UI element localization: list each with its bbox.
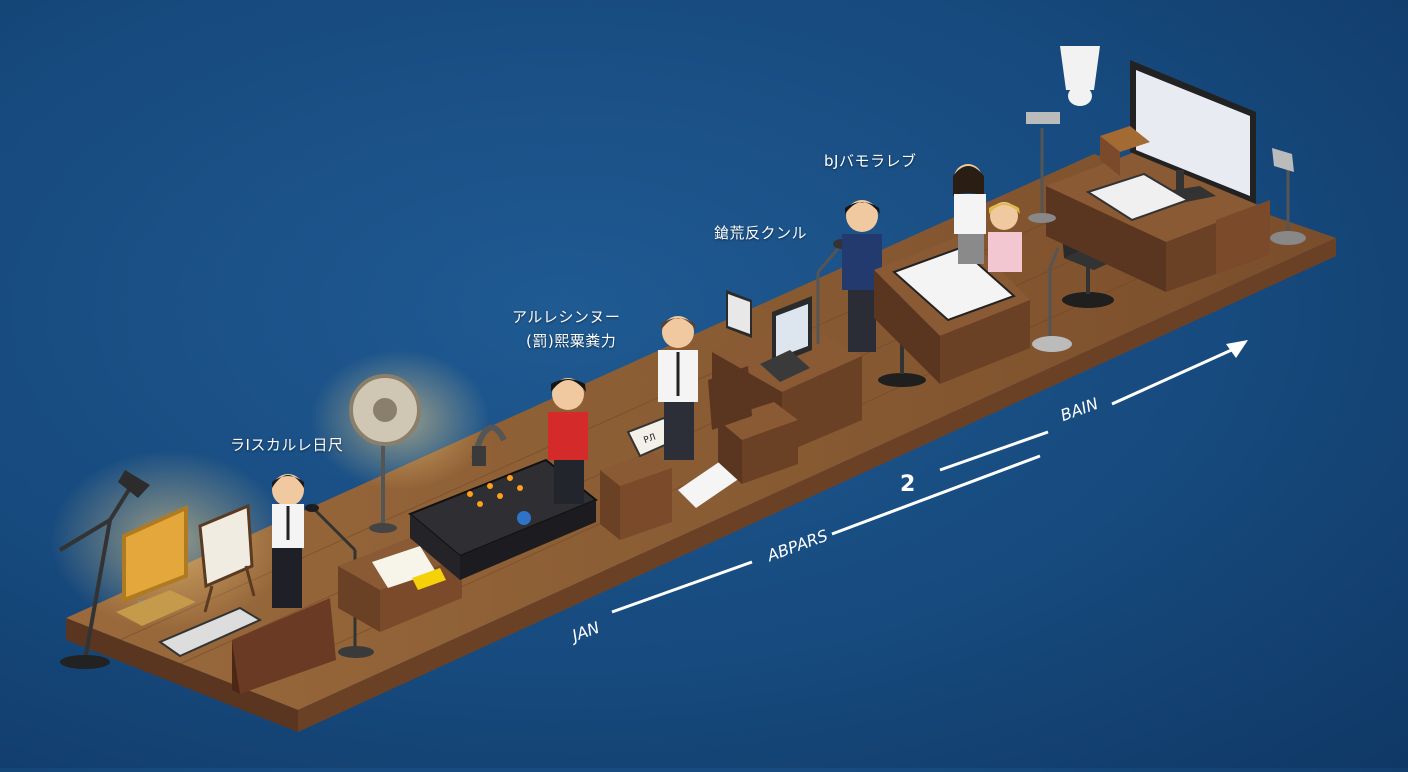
floor-lamp-right <box>1270 148 1306 245</box>
paper-sheets <box>678 460 740 508</box>
timeline-step-number: 2 <box>900 472 916 497</box>
person-4 <box>842 200 882 352</box>
station-1-props <box>58 374 462 694</box>
monitors <box>726 290 812 366</box>
mixing-console <box>408 458 598 580</box>
computer-desk <box>1046 150 1270 292</box>
station-3-props <box>708 200 962 484</box>
station-2-label: アルレシンヌー <box>512 308 621 326</box>
desktop-keyboard <box>1085 172 1191 222</box>
person-5 <box>953 164 986 264</box>
mic-stand-4 <box>1032 247 1072 352</box>
podium-2 <box>600 452 672 540</box>
station-1-label: ラIスカルレ日尺 <box>230 436 344 454</box>
station-2-props: РЛ <box>408 316 740 580</box>
computer-keyboard <box>760 350 810 382</box>
station-3-label: 鎗荒反クンル <box>714 224 808 242</box>
headphones-stand <box>471 424 507 466</box>
timeline-segment-2 <box>831 454 1041 536</box>
timeline-segment-3 <box>939 430 1049 472</box>
keyboard-tray <box>157 606 263 658</box>
podium-3 <box>708 366 798 484</box>
speaker-box <box>1100 126 1150 176</box>
timeline-segment-1 <box>611 560 753 614</box>
person-6 <box>988 202 1022 272</box>
podium-1 <box>232 598 336 694</box>
easel <box>198 503 256 613</box>
person-1 <box>272 474 304 608</box>
station-2-sublabel: (罰)熙粟粪力 <box>526 332 617 350</box>
desk-lamp <box>58 470 150 669</box>
station-4-label: bJバモラレブ <box>824 152 917 170</box>
timeline <box>611 340 1248 614</box>
stand-sign-text: РЛ <box>643 432 658 446</box>
piano-desk <box>874 234 1030 384</box>
station-4-props <box>874 46 1306 384</box>
timeline-arrowhead <box>1226 340 1248 358</box>
person-3 <box>658 316 698 460</box>
person-2 <box>548 378 588 504</box>
desk-fan <box>349 374 421 533</box>
timeline-segment-4 <box>1111 346 1237 406</box>
hanging-lamp <box>1060 46 1100 106</box>
glowing-screen <box>116 504 196 626</box>
mic-stand-back <box>1026 112 1060 223</box>
